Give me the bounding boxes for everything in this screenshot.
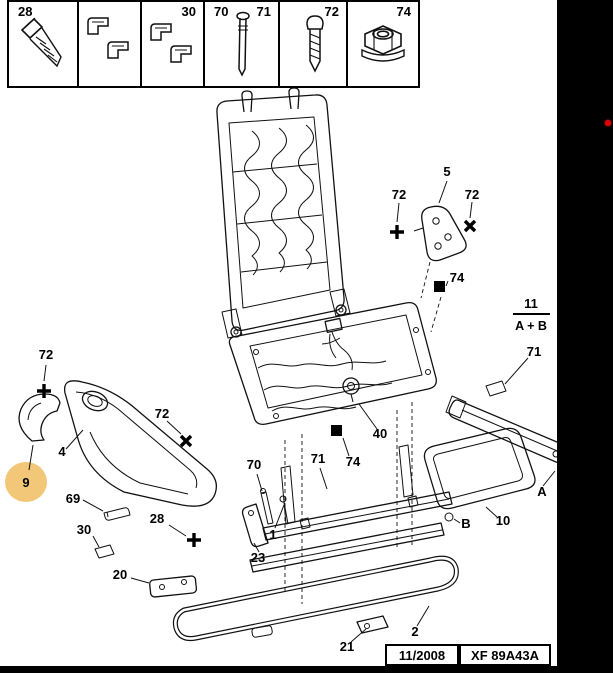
- callout-leader-lines: [28, 180, 556, 643]
- callout-b[interactable]: B: [461, 516, 470, 531]
- fastener-72-plus-marker: [390, 225, 404, 239]
- bracket-5-drawing: [413, 205, 467, 262]
- callout-4[interactable]: 4: [58, 444, 66, 459]
- recline-handle-drawing: [18, 393, 61, 442]
- fastener-markers: [37, 219, 477, 547]
- callout-30[interactable]: 30: [77, 522, 91, 537]
- callout-5[interactable]: 5: [443, 164, 450, 179]
- right-black-strip: [557, 0, 613, 673]
- callout-23[interactable]: 23: [251, 550, 265, 565]
- short-screw-icon: [306, 15, 324, 73]
- callout-74-mid[interactable]: 74: [346, 454, 361, 469]
- callout-a-plus-b[interactable]: A + B: [515, 319, 547, 333]
- callout-40[interactable]: 40: [373, 426, 387, 441]
- fastener-72-cross-marker: [179, 434, 193, 448]
- callout-20[interactable]: 20: [113, 567, 127, 582]
- underframe-tube-drawing: [172, 555, 459, 641]
- callout-28[interactable]: 28: [150, 511, 164, 526]
- callout-72-left[interactable]: 72: [39, 347, 53, 362]
- callout-72-top-left[interactable]: 72: [392, 187, 406, 202]
- part-number-label: 74: [396, 4, 411, 19]
- red-dot: [604, 119, 612, 127]
- callout-9-selected[interactable]: 9: [22, 475, 29, 490]
- part-number-label: 30: [181, 4, 196, 19]
- callout-21[interactable]: 21: [340, 639, 354, 654]
- legend-cell-30b[interactable]: 30: [140, 0, 205, 88]
- callout-69[interactable]: 69: [66, 491, 80, 506]
- callout-2[interactable]: 2: [411, 624, 418, 639]
- tray-10-drawing: [423, 427, 536, 522]
- part-number-label: 71: [256, 4, 271, 19]
- callout-74-top[interactable]: 74: [450, 270, 465, 285]
- callout-11[interactable]: 11: [524, 296, 538, 311]
- callout-72-top-right[interactable]: 72: [465, 187, 479, 202]
- fraction-11-a-plus-b: 11 A + B: [513, 296, 550, 333]
- spring-clips-icon: [86, 17, 129, 59]
- callout-labels: 72 5 72 74 71 72 4 9 72 70 71 74 40 69 3…: [22, 164, 547, 654]
- callout-71-right[interactable]: 71: [527, 344, 541, 359]
- bottom-black-strip: [0, 666, 613, 673]
- spring-clips-icon: [149, 23, 192, 63]
- figure-code-box: XF 89A43A: [459, 644, 551, 666]
- long-pin-icon: [235, 11, 250, 77]
- revision-date: 11/2008: [398, 647, 446, 663]
- rail-a-drawing: [445, 395, 570, 464]
- fastener-72-cross-marker: [463, 219, 477, 233]
- tapping-screw-icon: [20, 17, 62, 68]
- slide-rails-drawing: [249, 444, 453, 573]
- callout-10[interactable]: 10: [496, 513, 510, 528]
- fastener-74-square-marker: [331, 425, 342, 436]
- part-number-label: 28: [18, 4, 33, 19]
- seat-backrest-drawing: [216, 87, 351, 339]
- callout-a[interactable]: A: [537, 484, 547, 499]
- callout-72-mid[interactable]: 72: [155, 406, 169, 421]
- side-trim-panel-drawing: [63, 380, 218, 507]
- callout-71-mid[interactable]: 71: [311, 451, 325, 466]
- part-number-label: 70: [214, 4, 229, 19]
- flanged-nut-icon: [361, 25, 405, 62]
- seat-pan-drawing: [228, 302, 437, 425]
- legend-cell-72[interactable]: 72: [278, 0, 348, 88]
- legend-cell-28[interactable]: 28: [7, 0, 79, 88]
- callout-70[interactable]: 70: [247, 457, 261, 472]
- selected-part-highlight: [5, 462, 47, 502]
- revision-date-box: 11/2008: [385, 644, 459, 666]
- wiring-harness-drawing: [321, 317, 360, 403]
- assembly-axis-lines: [284, 261, 442, 604]
- fastener-74-square-marker: [434, 281, 445, 292]
- legend-cell-70-71[interactable]: 70 71: [203, 0, 280, 88]
- figure-code: XF 89A43A: [471, 647, 539, 663]
- callout-1[interactable]: 1: [269, 527, 276, 542]
- legend-cell-74[interactable]: 74: [346, 0, 420, 88]
- small-parts-drawing: [94, 380, 507, 638]
- fastener-72-plus-marker: [187, 533, 201, 547]
- legend-cell-30a[interactable]: [77, 0, 142, 88]
- part-number-label: 72: [324, 4, 339, 19]
- hardware-legend-strip: 28: [7, 0, 420, 88]
- fastener-72-plus-marker: [37, 384, 51, 398]
